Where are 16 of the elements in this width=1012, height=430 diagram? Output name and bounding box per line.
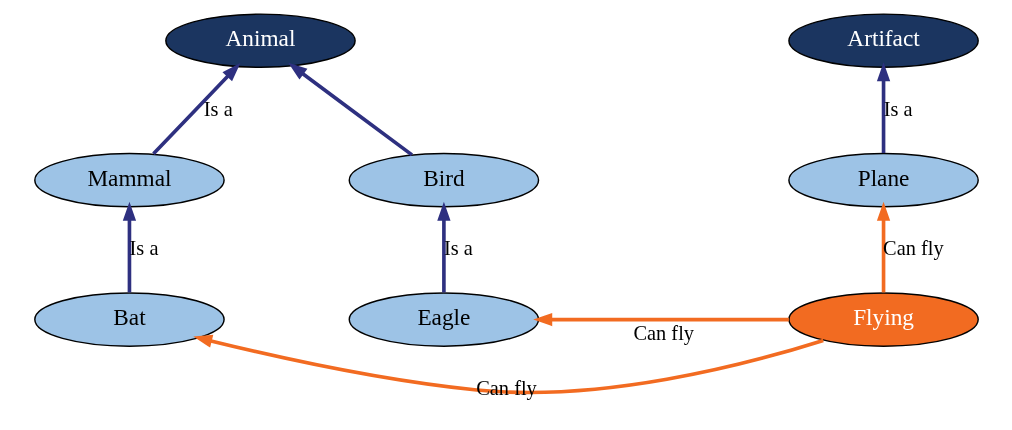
node-ellipse: Animal <box>164 13 356 69</box>
arrow <box>876 62 890 153</box>
arrow <box>192 334 824 395</box>
edge-label: Can fly <box>632 322 694 345</box>
arrow <box>287 62 413 157</box>
node-ellipse: Artifact <box>787 13 979 69</box>
edge-label: Is a <box>203 97 233 120</box>
arrow <box>532 312 789 327</box>
node-ellipse: Eagle <box>348 292 539 347</box>
arrow <box>876 201 890 293</box>
node-ellipse: Mammal <box>33 152 225 208</box>
node-ellipse: Plane <box>787 152 979 208</box>
arrow <box>122 201 136 293</box>
node-ellipse: Flying <box>787 292 979 347</box>
node-ellipse: Bird <box>348 152 539 208</box>
arrow <box>151 63 240 155</box>
